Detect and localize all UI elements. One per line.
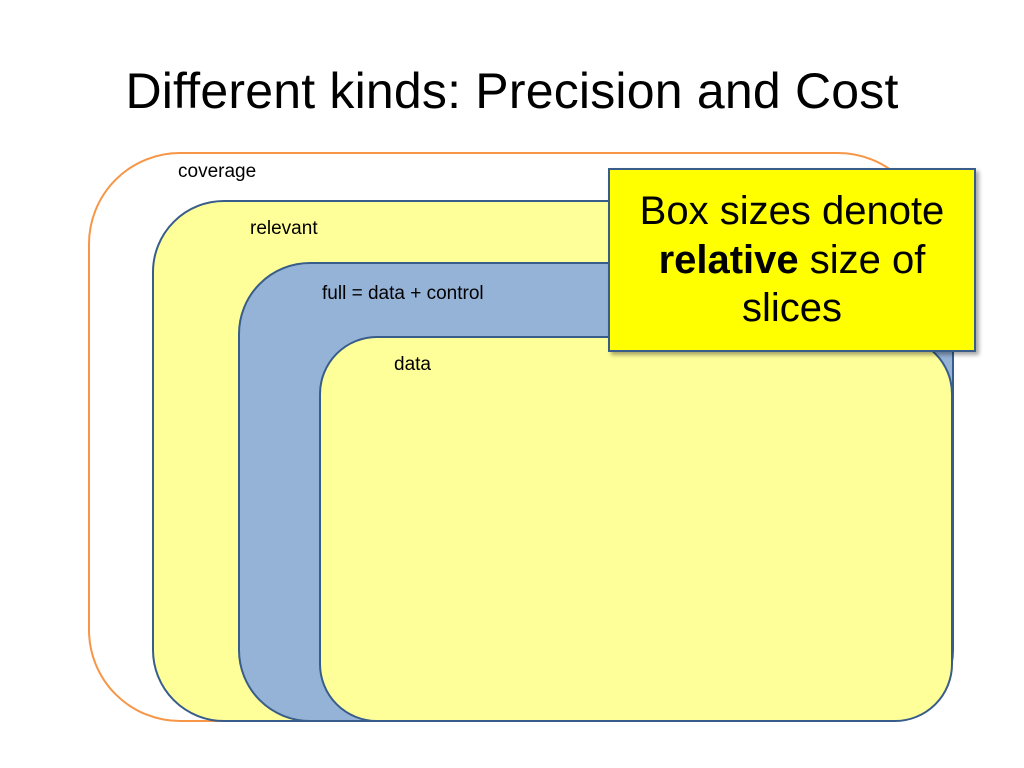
note-callout-box: Box sizes denote relative size of slices — [608, 168, 976, 352]
data-box — [319, 336, 953, 722]
note-line-3: slices — [741, 286, 842, 331]
note-line-2: size of — [809, 237, 926, 282]
full-label: full = data + control — [322, 283, 484, 304]
data-label: data — [394, 354, 431, 375]
note-line-1: Box sizes denote — [639, 188, 945, 233]
slide-title: Different kinds: Precision and Cost — [125, 63, 899, 119]
note-text: Box sizes denote relative size of slices — [632, 187, 953, 333]
relevant-label: relevant — [250, 218, 318, 239]
note-emphasis: relative — [658, 237, 799, 282]
coverage-label: coverage — [178, 161, 257, 182]
